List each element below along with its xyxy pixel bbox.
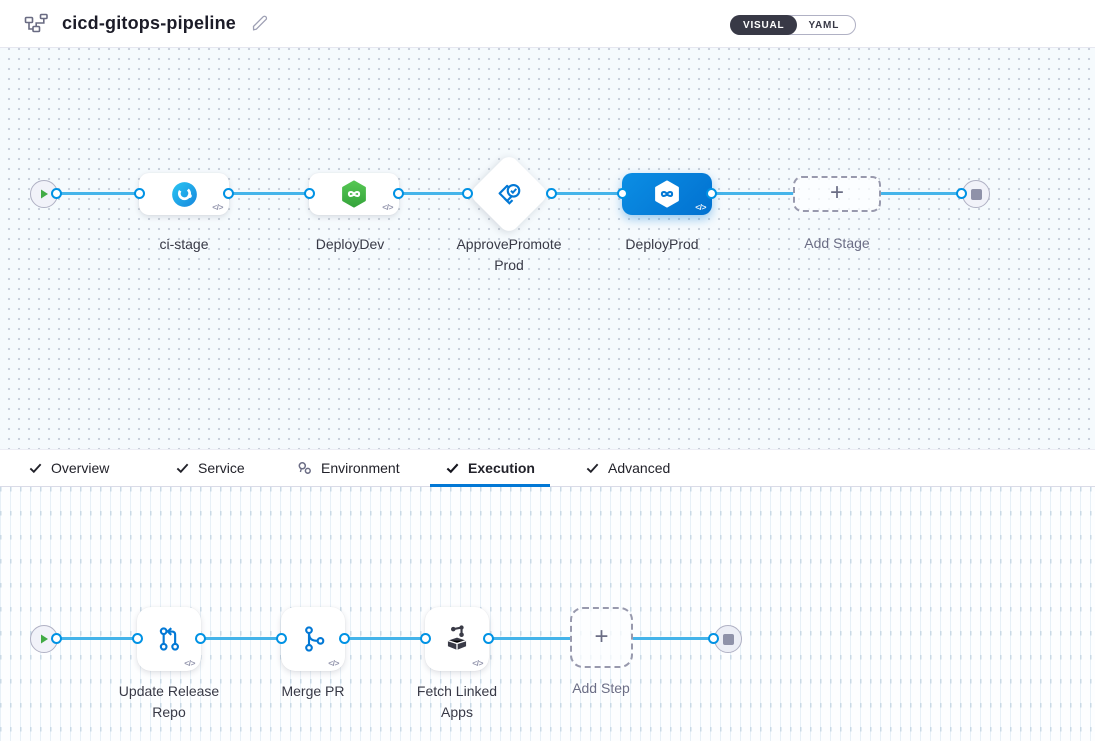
connector-port[interactable]: [462, 188, 473, 199]
play-icon: [41, 634, 48, 644]
connector-port[interactable]: [617, 188, 628, 199]
edge: [343, 637, 427, 640]
edge: [199, 637, 283, 640]
tab-advanced[interactable]: Advanced: [585, 450, 670, 486]
edge: [487, 637, 572, 640]
tab-environment[interactable]: Environment: [297, 450, 400, 486]
connector-port[interactable]: [51, 188, 62, 199]
update-release-repo-icon: [159, 627, 179, 651]
connector-port[interactable]: [546, 188, 557, 199]
connector-port[interactable]: [339, 633, 350, 644]
tab-overview[interactable]: Overview: [28, 450, 109, 486]
connector-port[interactable]: [304, 188, 315, 199]
tab-label: Service: [198, 460, 245, 476]
edge: [398, 192, 469, 195]
stop-icon: [970, 188, 982, 200]
page-title: cicd-gitops-pipeline: [62, 13, 237, 33]
code-badge: </>: [328, 658, 339, 668]
fetch-linked-apps-icon: [447, 625, 467, 650]
toggle-visual-button[interactable]: VISUAL: [730, 15, 798, 35]
code-badge: </>: [184, 658, 195, 668]
stop-icon: [722, 633, 734, 645]
code-badge: </>: [212, 202, 223, 212]
connector-port[interactable]: [132, 633, 143, 644]
tab-label: Execution: [468, 460, 535, 476]
pipeline-graph-icon: [24, 13, 49, 34]
toggle-yaml-button[interactable]: YAML: [808, 19, 840, 31]
connector-port[interactable]: [223, 188, 234, 199]
connector-port[interactable]: [956, 188, 967, 199]
connector-port[interactable]: [706, 188, 717, 199]
connector-port[interactable]: [134, 188, 145, 199]
stage-node-deployprod[interactable]: </>: [622, 173, 712, 215]
execution-canvas[interactable]: </> </> </> +: [0, 487, 1095, 741]
step-node-fetch-linked-apps[interactable]: </>: [425, 607, 489, 671]
plus-icon: +: [829, 179, 844, 206]
stage-label: DeployProd: [625, 236, 699, 252]
code-badge: </>: [382, 202, 393, 212]
edge: [551, 192, 624, 195]
connector-port[interactable]: [708, 633, 719, 644]
tab-label: Overview: [51, 460, 110, 476]
active-tab-underline: [430, 484, 550, 487]
play-icon: [41, 189, 48, 199]
connector-port[interactable]: [420, 633, 431, 644]
edge: [631, 637, 716, 640]
config-tab-bar: Overview Service Environment Execution A…: [0, 449, 1095, 487]
connector-port[interactable]: [195, 633, 206, 644]
add-stage-label: Add Stage: [804, 235, 870, 251]
merge-pr-icon: [305, 626, 325, 652]
check-icon: [29, 463, 42, 474]
plus-icon: +: [594, 622, 609, 650]
step-node-update-release-repo[interactable]: </>: [137, 607, 201, 671]
step-label: Update Release Repo: [118, 683, 220, 720]
step-label: Merge PR: [281, 683, 345, 699]
ci-build-icon: [171, 181, 197, 207]
edge: [711, 192, 794, 195]
cd-hexagon-icon: [655, 180, 679, 208]
add-stage-button[interactable]: +: [793, 176, 881, 212]
edge: [880, 192, 964, 195]
edge: [44, 637, 139, 640]
connector-port[interactable]: [483, 633, 494, 644]
tab-execution[interactable]: Execution: [430, 450, 550, 486]
header-bar: cicd-gitops-pipeline VISUAL YAML: [0, 0, 1095, 48]
step-label: Fetch Linked Apps: [416, 683, 498, 720]
check-icon: [176, 463, 189, 474]
stage-node-approvepromoteprod-icon-holder[interactable]: [494, 179, 524, 209]
stage-label: ci-stage: [159, 236, 209, 252]
stage-label: DeployDev: [315, 236, 385, 252]
approval-icon: [498, 183, 521, 205]
stage-node-ci-stage[interactable]: </>: [139, 173, 229, 215]
connector-port[interactable]: [393, 188, 404, 199]
environment-icon: [298, 461, 311, 474]
check-icon: [446, 463, 459, 474]
cd-hexagon-icon: [342, 180, 366, 208]
edit-pencil-icon[interactable]: [250, 14, 269, 33]
add-step-button[interactable]: +: [570, 607, 633, 668]
code-badge: </>: [472, 658, 483, 668]
connector-port[interactable]: [51, 633, 62, 644]
add-step-label: Add Step: [572, 680, 630, 696]
stage-label: ApprovePromoteProd: [456, 236, 562, 273]
step-node-merge-pr[interactable]: </>: [281, 607, 345, 671]
stage-canvas[interactable]: </> </> </> +: [0, 48, 1095, 449]
tab-label: Advanced: [608, 460, 671, 476]
edge: [44, 192, 141, 195]
stage-node-deploydev[interactable]: </>: [309, 173, 399, 215]
code-badge: </>: [695, 202, 706, 212]
tab-service[interactable]: Service: [175, 450, 245, 486]
connector-port[interactable]: [276, 633, 287, 644]
check-icon: [586, 463, 599, 474]
pipeline-start-node: [30, 180, 58, 208]
edge: [228, 192, 311, 195]
view-toggle: VISUAL YAML: [730, 15, 856, 35]
tab-label: Environment: [321, 460, 400, 476]
